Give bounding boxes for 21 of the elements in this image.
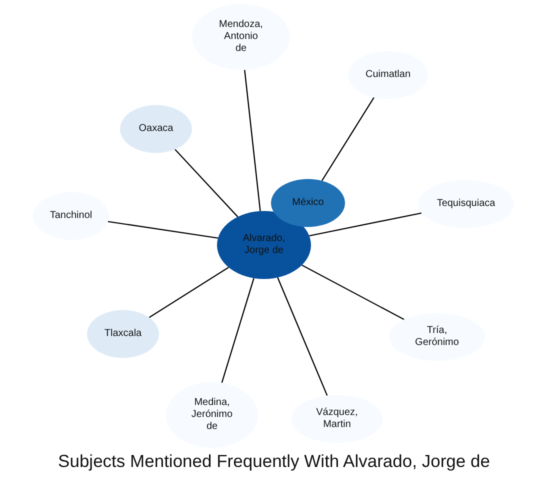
connector-line [221, 278, 254, 383]
topic-label: Tanchinol [48, 210, 94, 222]
topic-label: Tequisquiaca [436, 198, 496, 210]
topic-label: Mendoza, Antonio de [219, 19, 263, 55]
connector-line [309, 212, 422, 236]
topic-label: Tría, Gerónimo [414, 325, 460, 349]
topic-label: Alvarado, Jorge de [242, 233, 286, 257]
connector-line [244, 70, 261, 212]
topic-label: Vázquez, Martin [315, 407, 359, 431]
connector-line [108, 220, 218, 239]
topic-label: Oaxaca [138, 123, 174, 135]
topic-label: México [291, 197, 325, 209]
connector-line [321, 97, 374, 182]
connector-line [302, 264, 404, 320]
connector-line [277, 277, 328, 396]
connector-line [174, 148, 238, 218]
chart-title: Subjects Mentioned Frequently With Alvarado, Jorge de [57, 451, 491, 472]
connector-line [148, 266, 229, 318]
topic-label: Medina, Jerónimo de [190, 397, 234, 433]
topic-label: Tlaxcala [103, 328, 143, 340]
topic-label: Cuimatlan [364, 69, 412, 81]
